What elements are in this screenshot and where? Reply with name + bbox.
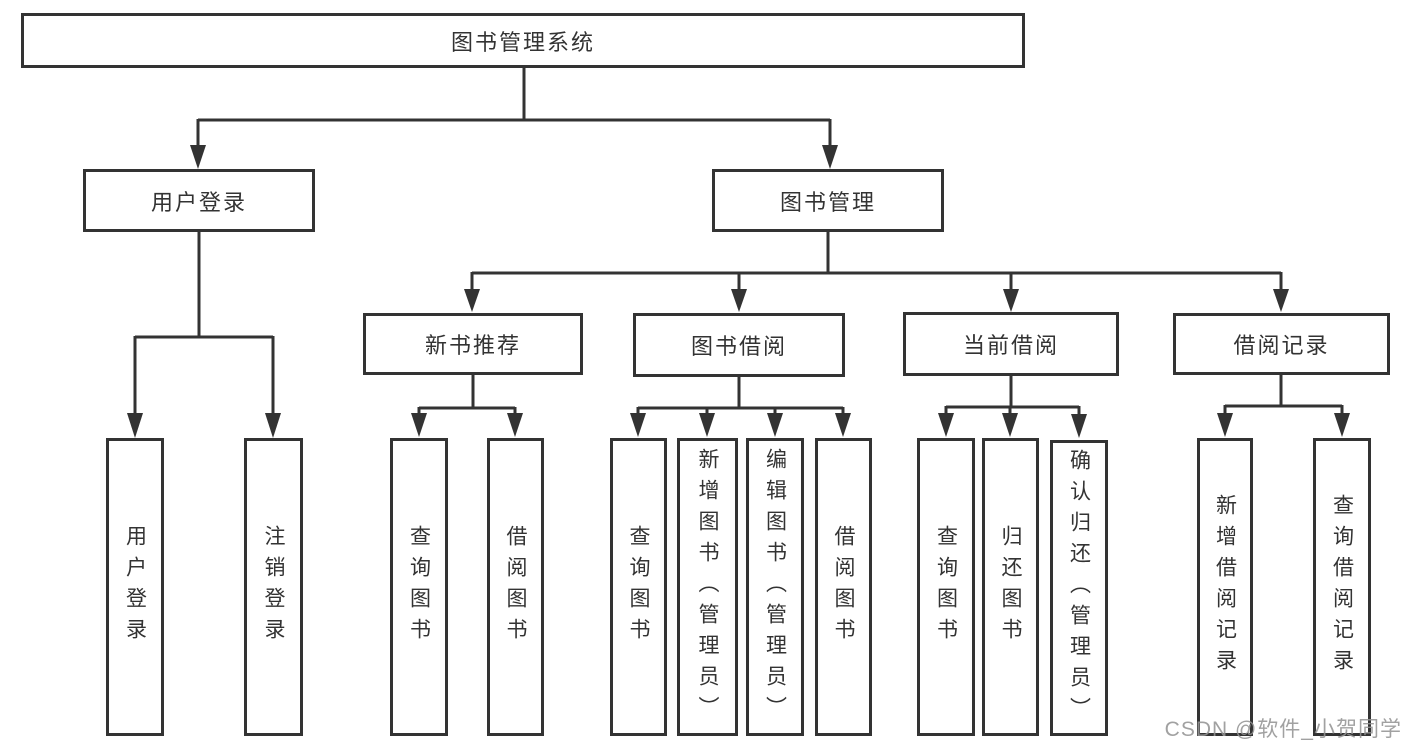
node-new-book-recommend: 新书推荐: [363, 313, 583, 375]
node-borrow-records: 借阅记录: [1173, 313, 1390, 375]
leaf-br-query-record: 查询借阅记录: [1313, 438, 1371, 736]
watermark: CSDN @软件_小贺同学: [1164, 718, 1402, 741]
leaf-bb-edit-books-admin: 编辑图书（管理员）: [746, 438, 804, 736]
node-root: 图书管理系统: [21, 13, 1025, 68]
arrowheads: [127, 145, 1350, 438]
leaf-cb-query-books: 查询图书: [917, 438, 975, 736]
leaf-bb-query-books: 查询图书: [610, 438, 667, 736]
leaf-cb-confirm-return-admin: 确认归还（管理员）: [1050, 440, 1108, 736]
leaf-user-login: 用户登录: [106, 438, 164, 736]
leaf-logout: 注销登录: [244, 438, 303, 736]
node-book-management: 图书管理: [712, 169, 944, 232]
leaf-bb-add-books-admin: 新增图书（管理员）: [677, 438, 738, 736]
node-book-borrow: 图书借阅: [633, 313, 845, 377]
leaf-nb-borrow-books: 借阅图书: [487, 438, 544, 736]
leaf-cb-return-books: 归还图书: [982, 438, 1039, 736]
node-user-login: 用户登录: [83, 169, 315, 232]
node-current-borrow: 当前借阅: [903, 312, 1119, 376]
leaf-br-add-record: 新增借阅记录: [1197, 438, 1253, 736]
leaf-bb-borrow-books: 借阅图书: [815, 438, 872, 736]
leaf-nb-query-books: 查询图书: [390, 438, 448, 736]
